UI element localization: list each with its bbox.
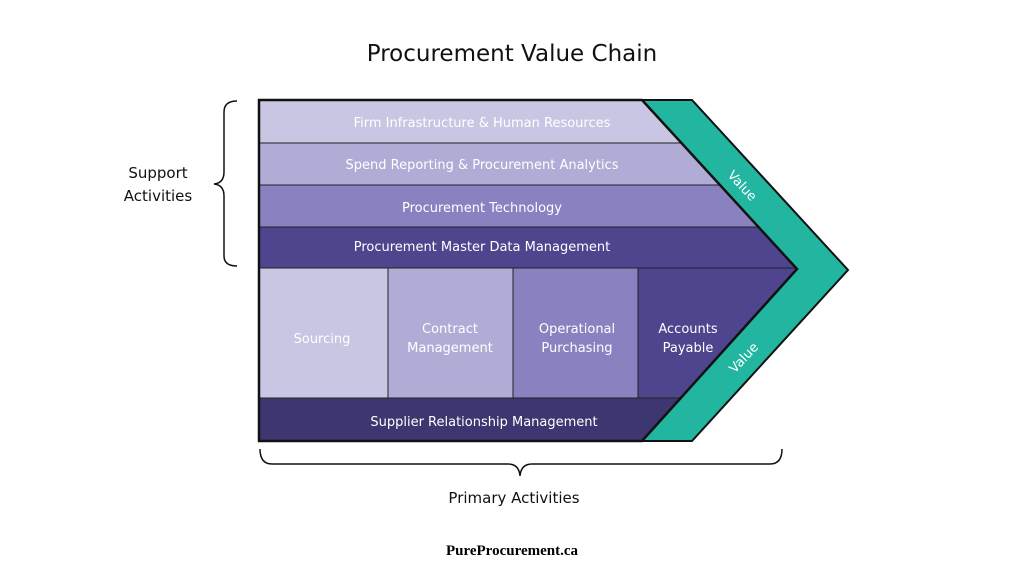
support-label-2: Activities bbox=[124, 187, 193, 205]
support-activity-3: Procurement Technology bbox=[402, 201, 562, 216]
primary-activity-accounts-1: Accounts bbox=[658, 322, 717, 337]
support-activity-4: Procurement Master Data Management bbox=[354, 240, 611, 255]
diagram-title: Procurement Value Chain bbox=[367, 41, 657, 67]
support-label-1: Support bbox=[128, 164, 187, 182]
primary-brace bbox=[259, 448, 783, 477]
primary-box-sourcing bbox=[259, 267, 389, 399]
primary-activity-sourcing: Sourcing bbox=[294, 332, 351, 347]
primary-activity-accounts-2: Payable bbox=[663, 341, 714, 356]
support-row-4 bbox=[259, 226, 797, 269]
primary-activity-contract-1: Contract bbox=[422, 322, 478, 337]
primary-activity-operational-2: Purchasing bbox=[541, 341, 612, 356]
support-activity-2: Spend Reporting & Procurement Analytics bbox=[346, 158, 619, 173]
primary-activity-operational-1: Operational bbox=[539, 322, 615, 337]
primary-label: Primary Activities bbox=[448, 489, 579, 507]
chevron-outline bbox=[257, 98, 799, 443]
primary-activity-contract-2: Management bbox=[407, 341, 493, 356]
footer-source: PureProcurement.ca bbox=[446, 543, 579, 559]
bottom-bar-label: Supplier Relationship Management bbox=[370, 415, 597, 430]
support-activity-1: Firm Infrastructure & Human Resources bbox=[354, 116, 611, 131]
support-brace bbox=[213, 100, 238, 267]
